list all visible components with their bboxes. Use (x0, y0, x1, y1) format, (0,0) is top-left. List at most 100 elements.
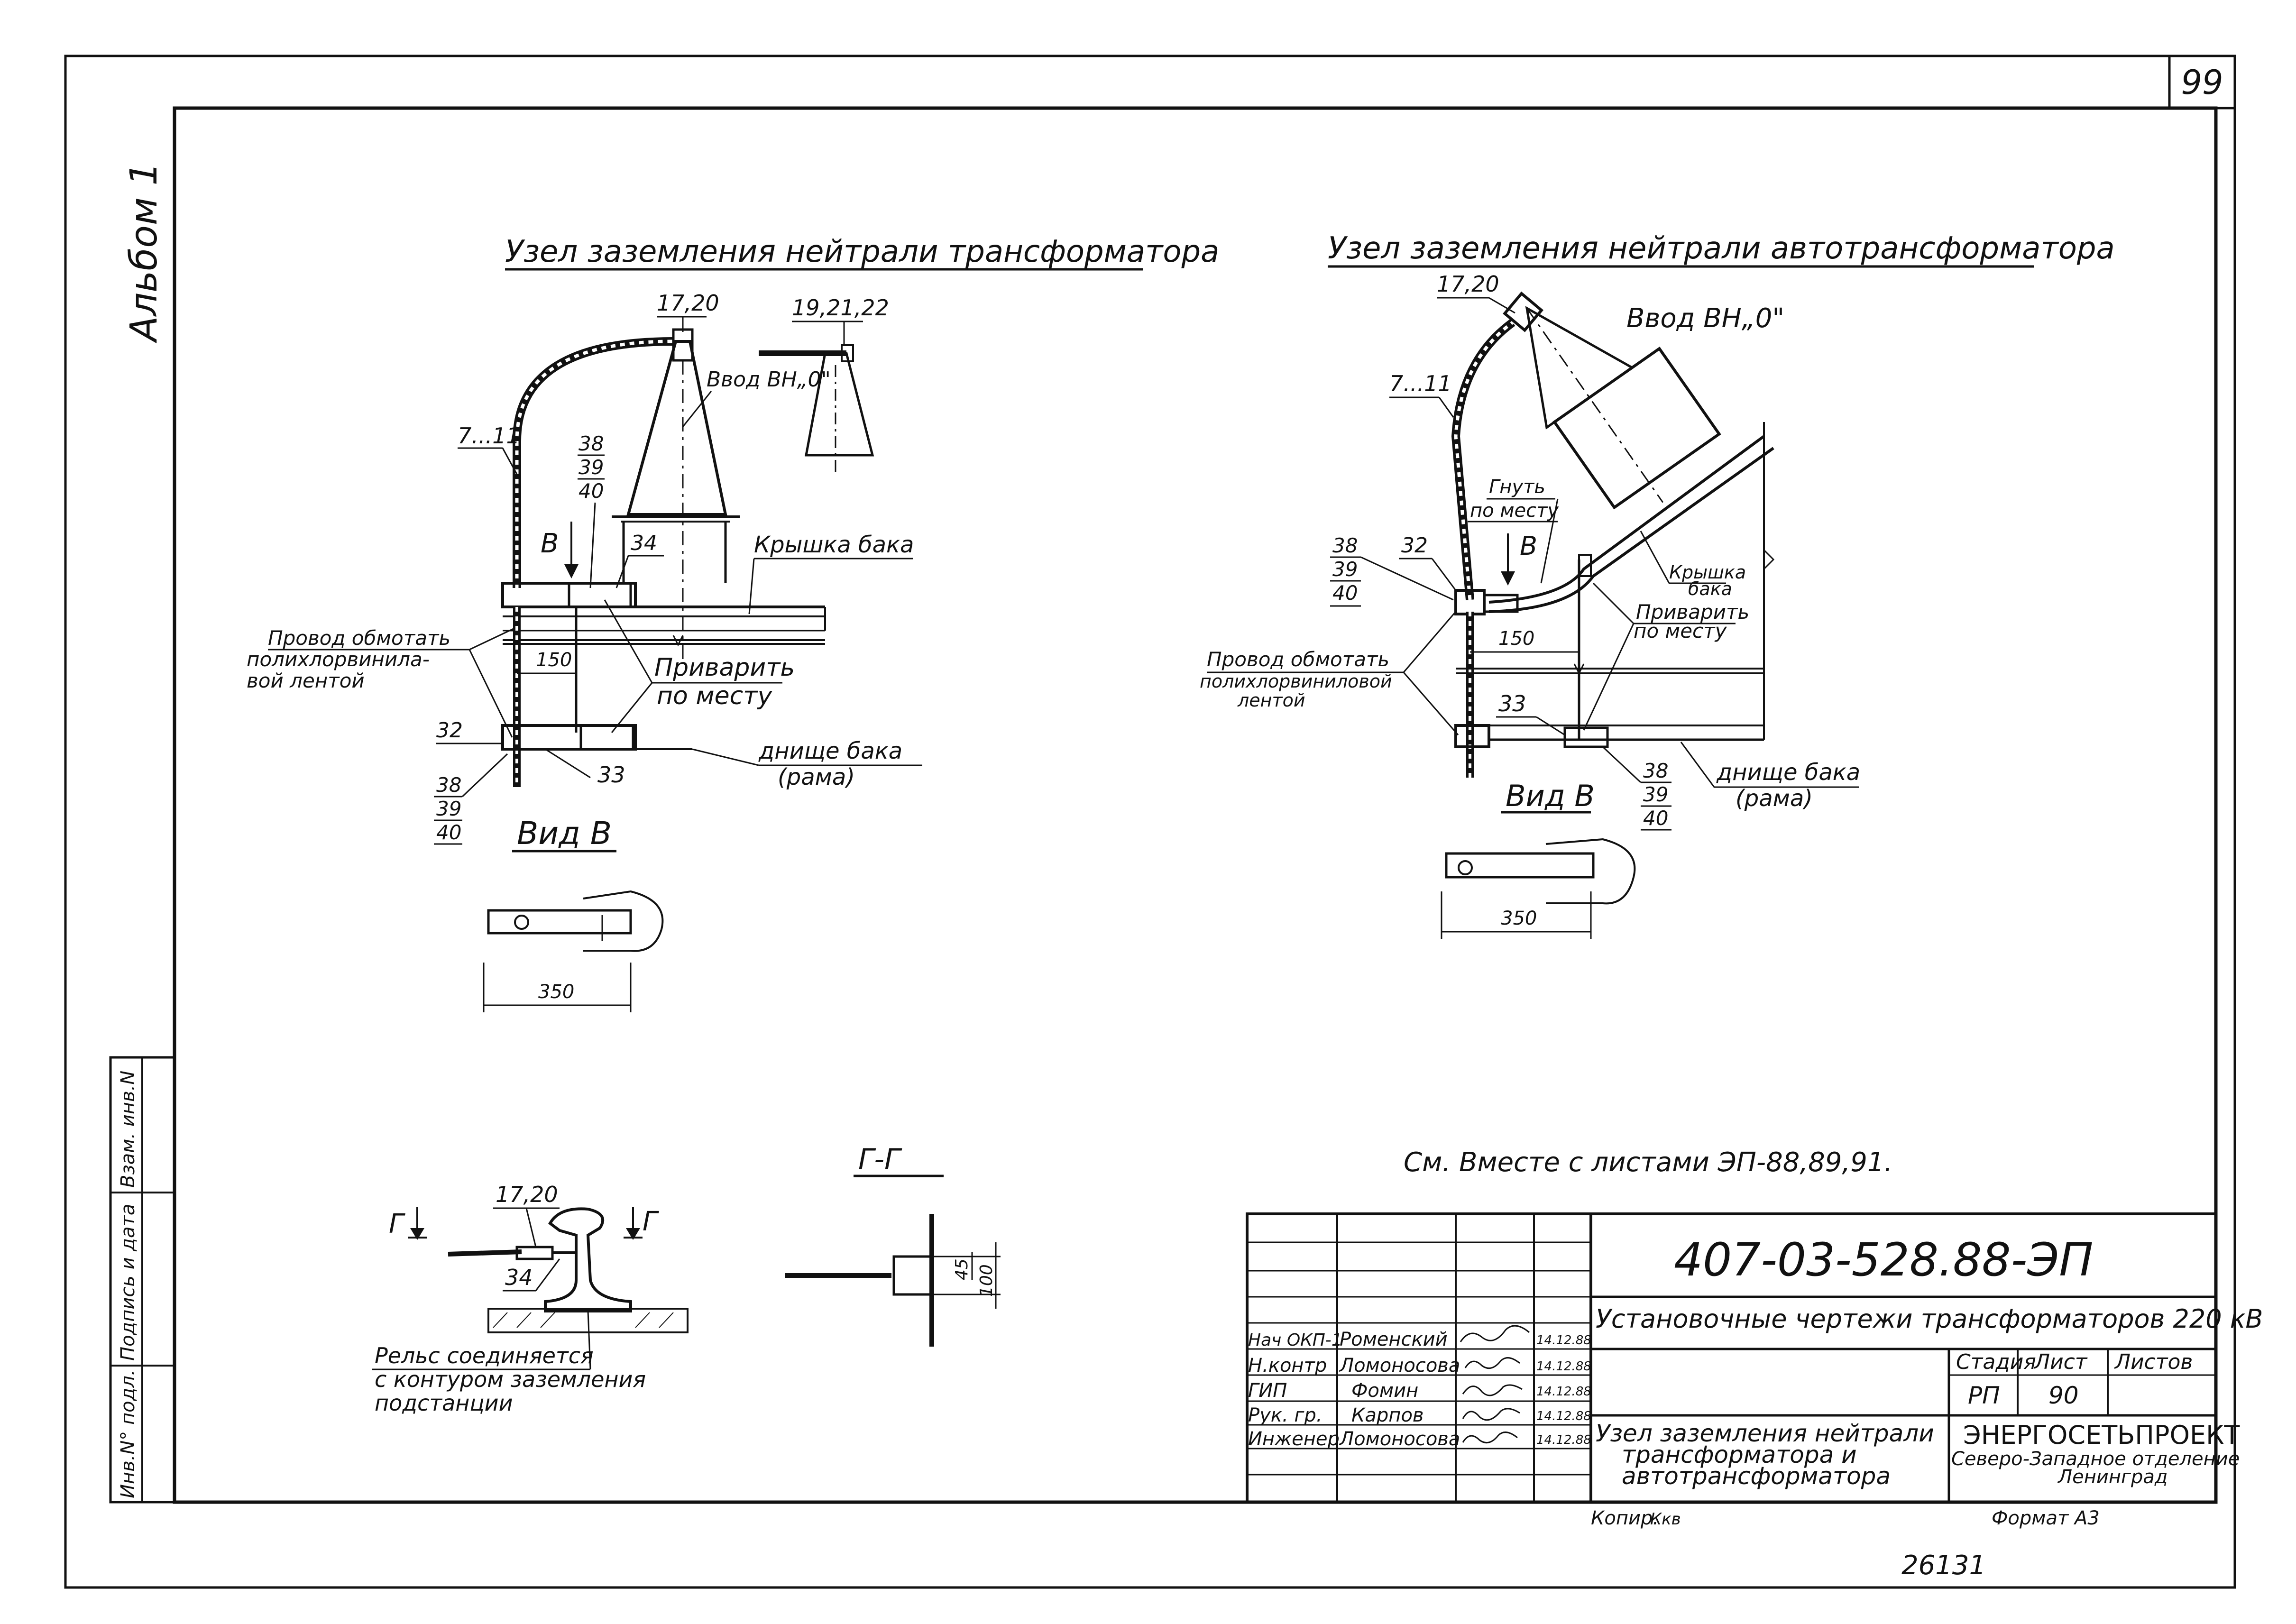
d1-stack-a-0: 38 (579, 432, 604, 455)
d1-view-dim: 350 (538, 981, 574, 1003)
d1-arrow-label: В (541, 528, 559, 559)
d1-callout-711: 7...11 (458, 423, 520, 449)
d2-stack-a-0: 38 (1332, 534, 1358, 557)
d1-stack-a-1: 39 (579, 456, 604, 479)
sign-date-label: Подпись и дата (117, 1204, 139, 1361)
inner-frame (173, 106, 2218, 1504)
d1-stack-a-2: 40 (579, 479, 604, 503)
signer-role: Нач ОКП-1 (1248, 1330, 1342, 1350)
copy-sign: Ккв (1650, 1510, 1681, 1529)
d2-callout-33: 33 (1498, 691, 1526, 716)
d2-bottom-label-1: днище бака (1716, 759, 1860, 786)
d1-weld-label-2: по месту (657, 682, 772, 710)
stage-header: Стадия (1956, 1350, 2036, 1374)
album-label: Альбом 1 (123, 162, 165, 344)
title-block: 407-03-528.88-ЭП Установочные чертежи тр… (1246, 1212, 2263, 1504)
outer-frame (64, 55, 2236, 1589)
d3-section-mark-left: Г (389, 1209, 405, 1239)
d1-wrap-label-1: Провод обмотать (268, 626, 450, 650)
d2-callout-711: 7...11 (1389, 371, 1452, 396)
d3-rail-label-2: с контуром заземления (375, 1367, 646, 1392)
d1-wrap-label-3: вой лентой (247, 669, 365, 692)
page-number-box (2168, 55, 2236, 110)
d1-view-sketch (483, 890, 664, 1012)
d2-stack-b-2: 40 (1643, 807, 1668, 830)
d2-arrow-label: В (1520, 531, 1537, 561)
d3-section-mark-right: Г (643, 1206, 659, 1237)
drawing2-title: Узел заземления нейтрали автотрансформат… (1328, 231, 2115, 266)
bottom-note: 26131 (1901, 1550, 1986, 1581)
signer-date: 14.12.88 (1536, 1333, 1591, 1348)
note-text: См. Вместе с листами ЭП-88,89,91. (1404, 1147, 1892, 1178)
signature-mark (1460, 1325, 1530, 1342)
signer-role: ГИП (1248, 1380, 1287, 1402)
d1-view-title: Вид В (517, 815, 612, 852)
d1-stack-b-1: 39 (436, 797, 461, 820)
signer-role: Рук. гр. (1248, 1404, 1322, 1426)
drawing1-title: Узел заземления нейтрали трансформатора (505, 234, 1219, 269)
d3-rail-label-1: Рельс соединяется (375, 1343, 594, 1368)
sheet-no-value: 90 (2048, 1382, 2079, 1409)
d2-lid-label-1: Крышка (1669, 562, 1746, 583)
org-city: Ленинград (2057, 1466, 2168, 1488)
d1-callout-33: 33 (597, 762, 625, 788)
d2-weld-label-2: по месту (1634, 619, 1727, 642)
d1-stack-b-0: 38 (436, 773, 461, 797)
signer-date: 14.12.88 (1536, 1433, 1591, 1447)
d1-lid-label: Крышка бака (754, 532, 914, 558)
d1-bottom-label-1: днище бака (758, 738, 902, 764)
inv-label: Инв.N° подл. (117, 1369, 139, 1498)
d2-bend-label-2: по месту (1470, 500, 1559, 522)
sheet-header: Лист (2033, 1350, 2088, 1374)
page-number: 99 (2181, 63, 2223, 102)
d2-dim-150: 150 (1498, 628, 1534, 650)
d2-stack-b-0: 38 (1643, 759, 1668, 782)
d2-bottom-label-2: (рама) (1736, 785, 1813, 812)
d2-bushing-label: Ввод ВН„0" (1626, 303, 1784, 334)
signature-mark (1462, 1431, 1518, 1444)
left-strip: Взам. инв.N Подпись и дата Инв.N° подл. (109, 1056, 176, 1504)
d3-dim-45: 45 (952, 1258, 972, 1280)
d2-view-sketch (1441, 838, 1636, 939)
d1-callout-top2: 19,21,22 (792, 295, 889, 321)
d1-callout-32: 32 (436, 718, 463, 743)
signature-mark (1462, 1408, 1520, 1421)
signer-name: Роменский (1340, 1329, 1448, 1350)
drawing1: Узел заземления нейтрали трансформатора (247, 234, 1219, 1012)
signer-name: Фомин (1351, 1380, 1418, 1402)
format-label: Формат А3 (1992, 1507, 2100, 1529)
d3-callout-34: 34 (505, 1265, 533, 1290)
d3-rail-label-3: подстанции (375, 1390, 513, 1416)
signer-date: 14.12.88 (1536, 1359, 1591, 1374)
d2-view-dim: 350 (1501, 908, 1537, 929)
org-branch: Северо-Западное отделение (1951, 1448, 2240, 1470)
sheet-title-2: трансформатора и (1622, 1441, 1857, 1468)
signature-mark (1464, 1357, 1520, 1369)
drawing3: Г Г 17,20 34 Рельс соединяется с контуро… (372, 1143, 1001, 1416)
signer-date: 14.12.88 (1536, 1409, 1591, 1423)
d2-view-title: Вид В (1506, 779, 1595, 813)
d1-wrap-label-2: полихлорвинила- (247, 648, 430, 671)
d2-callout-top: 17,20 (1437, 271, 1499, 297)
stage-value: РП (1968, 1382, 2000, 1409)
doc-code: 407-03-528.88-ЭП (1674, 1233, 2093, 1286)
signer-name: Ломоносова (1339, 1428, 1460, 1450)
sheet-title-3: автотрансформатора (1622, 1462, 1891, 1490)
d2-stack-a-1: 39 (1332, 558, 1358, 581)
d1-weld-label-1: Приварить (654, 653, 795, 682)
d1-bushing-label: Ввод ВН„0" (707, 367, 831, 392)
org-name: ЭНЕРГОСЕТЬПРОЕКТ (1963, 1420, 2240, 1450)
d1-callout-top: 17,20 (657, 290, 719, 316)
vzam-label: Взам. инв.N (117, 1071, 139, 1188)
d1-callout-34: 34 (631, 531, 657, 555)
d2-weld-label-1: Приварить (1636, 600, 1749, 624)
d2-lid-label-2: бака (1688, 578, 1732, 599)
d2-bend-label-1: Гнуть (1489, 476, 1545, 498)
drawing2: Узел заземления нейтрали автотрансформат… (1200, 231, 2115, 939)
signer-role: Н.контр (1248, 1355, 1327, 1376)
d3-dim-100: 100 (977, 1264, 996, 1297)
sheets-header: Листов (2114, 1350, 2193, 1374)
copy-label: Копир. (1591, 1507, 1659, 1529)
d1-dim-150: 150 (536, 649, 572, 671)
